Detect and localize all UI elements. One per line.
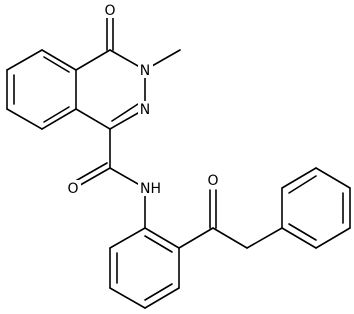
bond	[109, 227, 146, 249]
bond	[75, 49, 111, 71]
atom-label: O	[207, 173, 218, 189]
atom-nh: NH	[138, 180, 162, 197]
bond	[281, 227, 317, 249]
bond	[315, 167, 351, 189]
bond	[6, 49, 43, 71]
bond	[281, 167, 317, 189]
bond-layer	[6, 11, 351, 309]
bond	[41, 49, 77, 71]
atom-n-methyl: N	[138, 62, 153, 79]
atom-label: NH	[140, 181, 161, 197]
bond	[109, 287, 146, 309]
bond	[144, 235, 173, 253]
atom-label: O	[67, 181, 78, 197]
bond	[144, 283, 173, 301]
atom-o-ring-carbonyl: O	[103, 2, 117, 19]
bond	[43, 106, 70, 123]
atom-label: N	[140, 102, 150, 118]
bond	[315, 227, 351, 249]
atom-o-amide: O	[66, 180, 81, 197]
bond	[288, 175, 317, 194]
bond	[212, 227, 248, 249]
atom-label: N	[140, 63, 150, 79]
bond	[144, 227, 180, 249]
bond	[75, 108, 111, 130]
bond	[111, 103, 139, 122]
bond	[6, 108, 43, 130]
bond	[246, 227, 283, 249]
bond	[41, 108, 77, 130]
bond	[178, 227, 214, 249]
bond	[288, 223, 317, 241]
bond	[43, 56, 70, 73]
atom-o-side-carbonyl: O	[206, 172, 221, 189]
atom-labels: O N N O NH O	[66, 2, 221, 197]
bond	[71, 162, 108, 184]
atom-label: O	[104, 3, 115, 19]
bond	[144, 287, 180, 309]
atom-n-ring: N	[138, 101, 153, 118]
